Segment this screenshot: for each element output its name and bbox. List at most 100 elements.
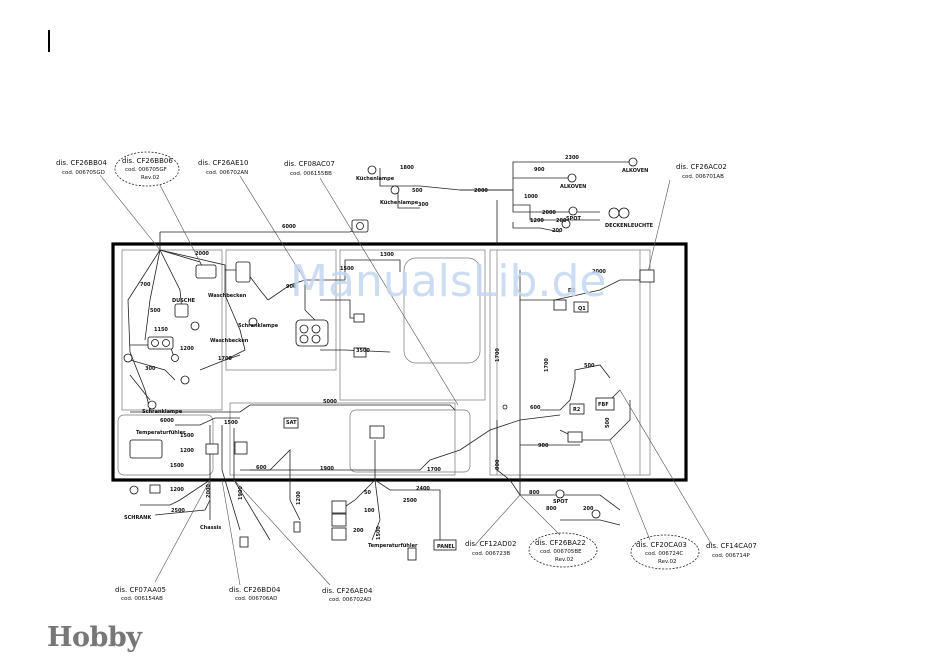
socket-icon-dw xyxy=(235,261,251,283)
length-numbers: 2300 900 1800 500 300 2000 1000 2000 120… xyxy=(140,155,611,540)
svg-text:1700: 1700 xyxy=(495,348,501,362)
svg-text:SCHRANK: SCHRANK xyxy=(124,515,152,521)
ref-cf26bd04: dis. CF26BD04 cod. 006706AD xyxy=(229,586,281,602)
svg-text:3500: 3500 xyxy=(356,348,370,354)
svg-text:cod. 006706AD: cod. 006706AD xyxy=(235,596,277,602)
room-bed xyxy=(403,257,481,364)
device-labels: ALKOVEN ALKOVEN Küchenlampe Küchenlampe … xyxy=(124,168,654,550)
svg-text:800: 800 xyxy=(529,490,540,496)
svg-text:Küchenlampe: Küchenlampe xyxy=(356,176,395,182)
switch-icon-left xyxy=(123,353,133,363)
svg-text:Rev.02: Rev.02 xyxy=(141,175,160,181)
svg-text:dis. CF26AC02: dis. CF26AC02 xyxy=(676,163,727,171)
svg-text:800: 800 xyxy=(495,459,501,470)
socket-symbols xyxy=(123,219,655,561)
svg-text:SAT: SAT xyxy=(286,420,297,426)
svg-text:500: 500 xyxy=(412,188,423,194)
plug-icon-schrank xyxy=(149,484,161,494)
svg-text:300: 300 xyxy=(145,366,156,372)
socket-icon-front xyxy=(129,439,163,459)
svg-text:200: 200 xyxy=(552,228,563,234)
svg-text:2500: 2500 xyxy=(171,508,185,514)
svg-text:Temperaturfühler: Temperaturfühler xyxy=(136,430,186,436)
svg-text:1500: 1500 xyxy=(340,266,354,272)
svg-text:dis. CF14CA07: dis. CF14CA07 xyxy=(706,542,757,550)
ref-cf20ca03: dis. CF20CA03 cod. 006724C Rev.02 xyxy=(630,534,700,570)
svg-text:500: 500 xyxy=(150,308,161,314)
socket-icon-dusche xyxy=(195,264,217,279)
room-front-mid xyxy=(229,402,456,476)
lamp-icon-kuechen2 xyxy=(390,185,400,195)
svg-text:200: 200 xyxy=(556,218,567,224)
svg-text:2000: 2000 xyxy=(592,269,606,275)
svg-text:DS: DS xyxy=(568,288,576,294)
ref-cf14ca07: dis. CF14CA07 cod. 006714P xyxy=(706,542,757,559)
svg-text:dis. CF07AA05: dis. CF07AA05 xyxy=(115,586,166,594)
svg-text:dis. CF26BD04: dis. CF26BD04 xyxy=(229,586,281,594)
ref-cf08ac07: dis. CF08AC07 cod. 006155BB xyxy=(284,160,335,177)
ref-cf07aa05: dis. CF07AA05 cod. 006154AB xyxy=(115,586,166,602)
svg-text:1900: 1900 xyxy=(238,486,244,500)
lamp-icon-front xyxy=(591,509,601,519)
svg-text:600: 600 xyxy=(530,405,541,411)
svg-text:900: 900 xyxy=(534,167,545,173)
svg-text:1500: 1500 xyxy=(376,526,382,540)
svg-text:500: 500 xyxy=(584,363,595,369)
svg-text:1700: 1700 xyxy=(427,467,441,473)
ref-cf26bb04: dis. CF26BB04 cod. 006705GD xyxy=(56,159,107,176)
leader-lines xyxy=(99,174,713,586)
svg-text:2000: 2000 xyxy=(542,210,556,216)
svg-text:5000: 5000 xyxy=(323,399,337,405)
svg-text:2400: 2400 xyxy=(416,486,430,492)
lamp-icon-front2 xyxy=(180,375,190,385)
svg-text:1200: 1200 xyxy=(296,491,302,505)
svg-text:Waschbecken: Waschbecken xyxy=(208,293,247,299)
bed-socket-icon xyxy=(353,347,367,358)
svg-text:dis. CF12AD02: dis. CF12AD02 xyxy=(465,540,516,548)
svg-text:2300: 2300 xyxy=(565,155,579,161)
svg-text:900: 900 xyxy=(286,284,297,290)
q1-box-icon xyxy=(573,301,589,313)
svg-text:1000: 1000 xyxy=(524,194,538,200)
svg-text:6000: 6000 xyxy=(282,224,296,230)
svg-text:cod. 006701AB: cod. 006701AB xyxy=(682,174,724,180)
svg-text:SPOT: SPOT xyxy=(553,499,569,505)
svg-text:1200: 1200 xyxy=(170,487,184,493)
svg-text:1900: 1900 xyxy=(320,466,334,472)
svg-text:cod. 006705GD: cod. 006705GD xyxy=(62,170,105,176)
socket-icon-low xyxy=(567,431,583,443)
room-front-table xyxy=(349,409,471,473)
svg-text:ALKOVEN: ALKOVEN xyxy=(622,168,648,174)
ref-cf26ba22: dis. CF26BA22 cod. 006705BE Rev.02 xyxy=(528,532,598,568)
svg-text:SPOT: SPOT xyxy=(566,216,582,222)
svg-text:PANEL: PANEL xyxy=(437,544,456,550)
kitchen-socket-icon xyxy=(353,313,365,323)
ref-cf26ae04: dis. CF26AE04 cod. 006702AD xyxy=(322,587,373,603)
svg-text:cod. 006702AN: cod. 006702AN xyxy=(206,170,248,176)
watermark: ManualsLib.de xyxy=(290,256,606,307)
room-wardrobe xyxy=(225,249,337,371)
svg-text:cod. 006714P: cod. 006714P xyxy=(712,553,750,559)
svg-text:2500: 2500 xyxy=(403,498,417,504)
svg-text:Waschbecken: Waschbecken xyxy=(210,338,249,344)
sensor-icon xyxy=(239,536,249,548)
svg-text:dis. CF26BB06: dis. CF26BB06 xyxy=(122,157,173,165)
svg-text:dis. CF26AE10: dis. CF26AE10 xyxy=(198,159,248,167)
lamp-icon-alkoven xyxy=(628,157,638,167)
svg-text:1500: 1500 xyxy=(180,433,194,439)
svg-text:100: 100 xyxy=(364,508,375,514)
svg-text:FBF: FBF xyxy=(598,402,609,408)
svg-text:Rev.02: Rev.02 xyxy=(555,557,574,563)
svg-text:cod. 006724C: cod. 006724C xyxy=(645,551,683,557)
socket-icon-bottom xyxy=(331,527,347,541)
svg-text:DECKENLEUCHTE: DECKENLEUCHTE xyxy=(605,223,654,229)
socket-icon-box2 xyxy=(234,441,248,455)
svg-text:Chassis: Chassis xyxy=(200,525,221,531)
svg-text:cod. 006705BE: cod. 006705BE xyxy=(540,549,582,555)
svg-text:1300: 1300 xyxy=(380,252,394,258)
ds-box-icon xyxy=(553,299,567,311)
lamp-icon-schrank xyxy=(129,485,139,495)
socket-icon-temp xyxy=(331,500,347,514)
svg-text:dis. CF20CA03: dis. CF20CA03 xyxy=(636,541,687,549)
